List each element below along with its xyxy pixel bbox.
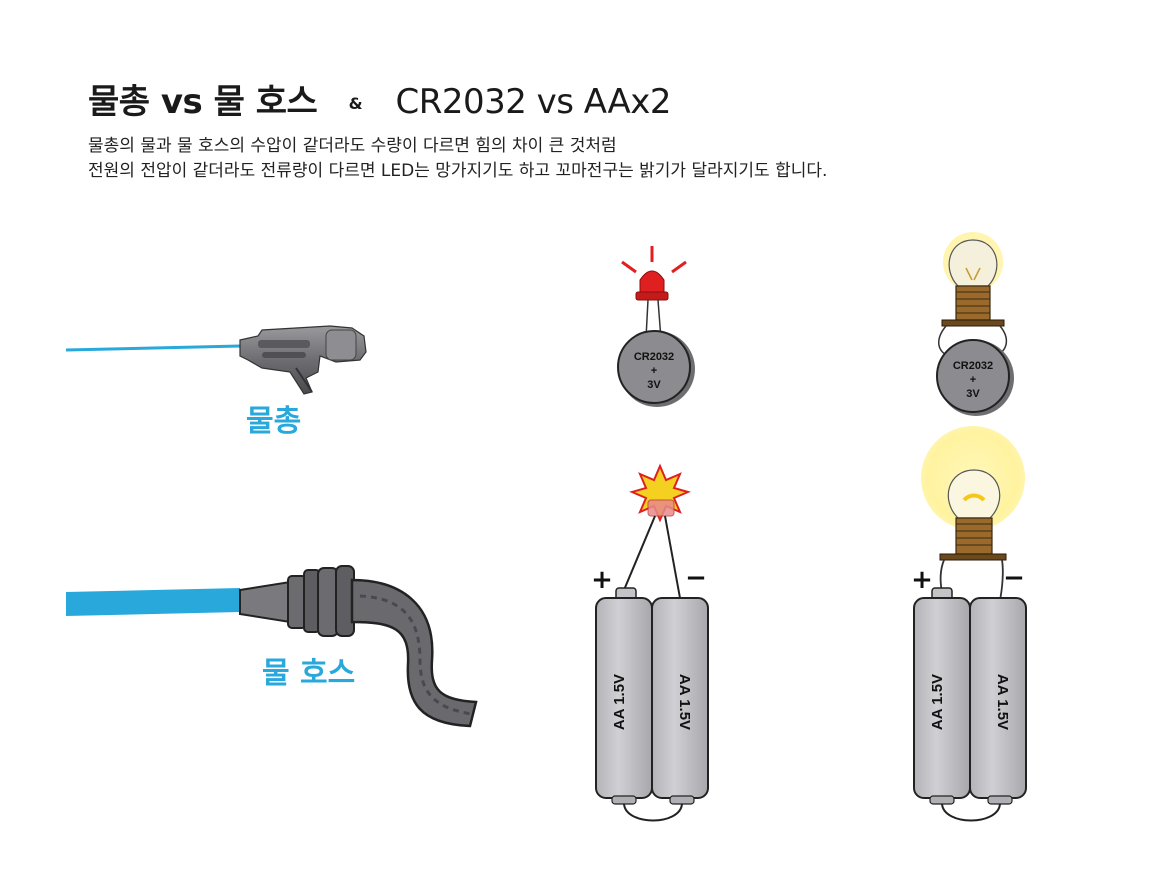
svg-text:AA 1.5V: AA 1.5V	[676, 674, 693, 730]
aa-battery: AA 1.5V	[969, 597, 1027, 805]
title-right: CR2032 vs AAx2	[395, 82, 672, 122]
description-line-2: 전원의 전압이 같더라도 전류량이 다르면 LED는 망가지기도 하고 꼬마전구…	[88, 161, 828, 181]
svg-text:CR2032: CR2032	[953, 360, 993, 372]
svg-text:3V: 3V	[966, 388, 980, 400]
led-coin-group: CR2032 + 3V	[617, 246, 695, 407]
coin-cell-2: CR2032 + 3V	[936, 339, 1014, 416]
bulb-aa-group: + − AA 1.5V AA 1.5V	[911, 426, 1027, 822]
title-left: 물총 vs 물 호스	[88, 82, 318, 122]
bulb-icon	[938, 239, 1008, 357]
coin-cell-plus: +	[651, 365, 657, 377]
svg-text:AA 1.5V: AA 1.5V	[611, 674, 628, 730]
led-ray	[671, 260, 687, 274]
aa-battery: AA 1.5V	[913, 587, 971, 805]
minus-terminal: −	[685, 563, 707, 593]
battery-wire	[623, 803, 683, 822]
bulb-bright-icon	[939, 469, 1007, 601]
led-aa-group: + − AA 1.5V AA 1.5V	[591, 463, 709, 822]
hose-icon	[239, 565, 478, 728]
plus-terminal: +	[591, 565, 613, 595]
aa-battery: AA 1.5V	[595, 587, 653, 805]
svg-text:−: −	[1003, 563, 1025, 593]
water-gun-label: 물총	[246, 404, 302, 439]
water-hose-stream	[66, 588, 240, 616]
water-hose-label: 물 호스	[262, 656, 356, 691]
page-title: 물총 vs 물 호스 & CR2032 vs AAx2	[88, 74, 672, 123]
aa-battery: AA 1.5V	[651, 597, 709, 805]
bulb-coin-group: CR2032 + 3V	[936, 232, 1014, 416]
svg-text:+: +	[911, 565, 933, 595]
led-ray	[621, 260, 637, 274]
svg-text:AA 1.5V: AA 1.5V	[929, 674, 946, 730]
description-line-1: 물총의 물과 물 호스의 수압이 같더라도 수량이 다르면 힘의 차이 큰 것처…	[88, 136, 617, 156]
water-gun-stream	[65, 344, 241, 352]
coin-cell-1: CR2032 + 3V	[617, 330, 695, 407]
water-gun-icon	[239, 325, 367, 395]
water-gun-group	[65, 325, 367, 395]
water-hose-group	[66, 565, 478, 728]
svg-text:+: +	[970, 374, 976, 386]
coin-cell-model: CR2032	[634, 351, 674, 363]
svg-text:AA 1.5V: AA 1.5V	[994, 674, 1011, 730]
title-ampersand: &	[348, 94, 363, 113]
description: 물총의 물과 물 호스의 수압이 같더라도 수량이 다르면 힘의 차이 큰 것처…	[88, 134, 827, 184]
led-broken-icon	[623, 499, 681, 599]
coin-cell-voltage: 3V	[647, 379, 661, 391]
